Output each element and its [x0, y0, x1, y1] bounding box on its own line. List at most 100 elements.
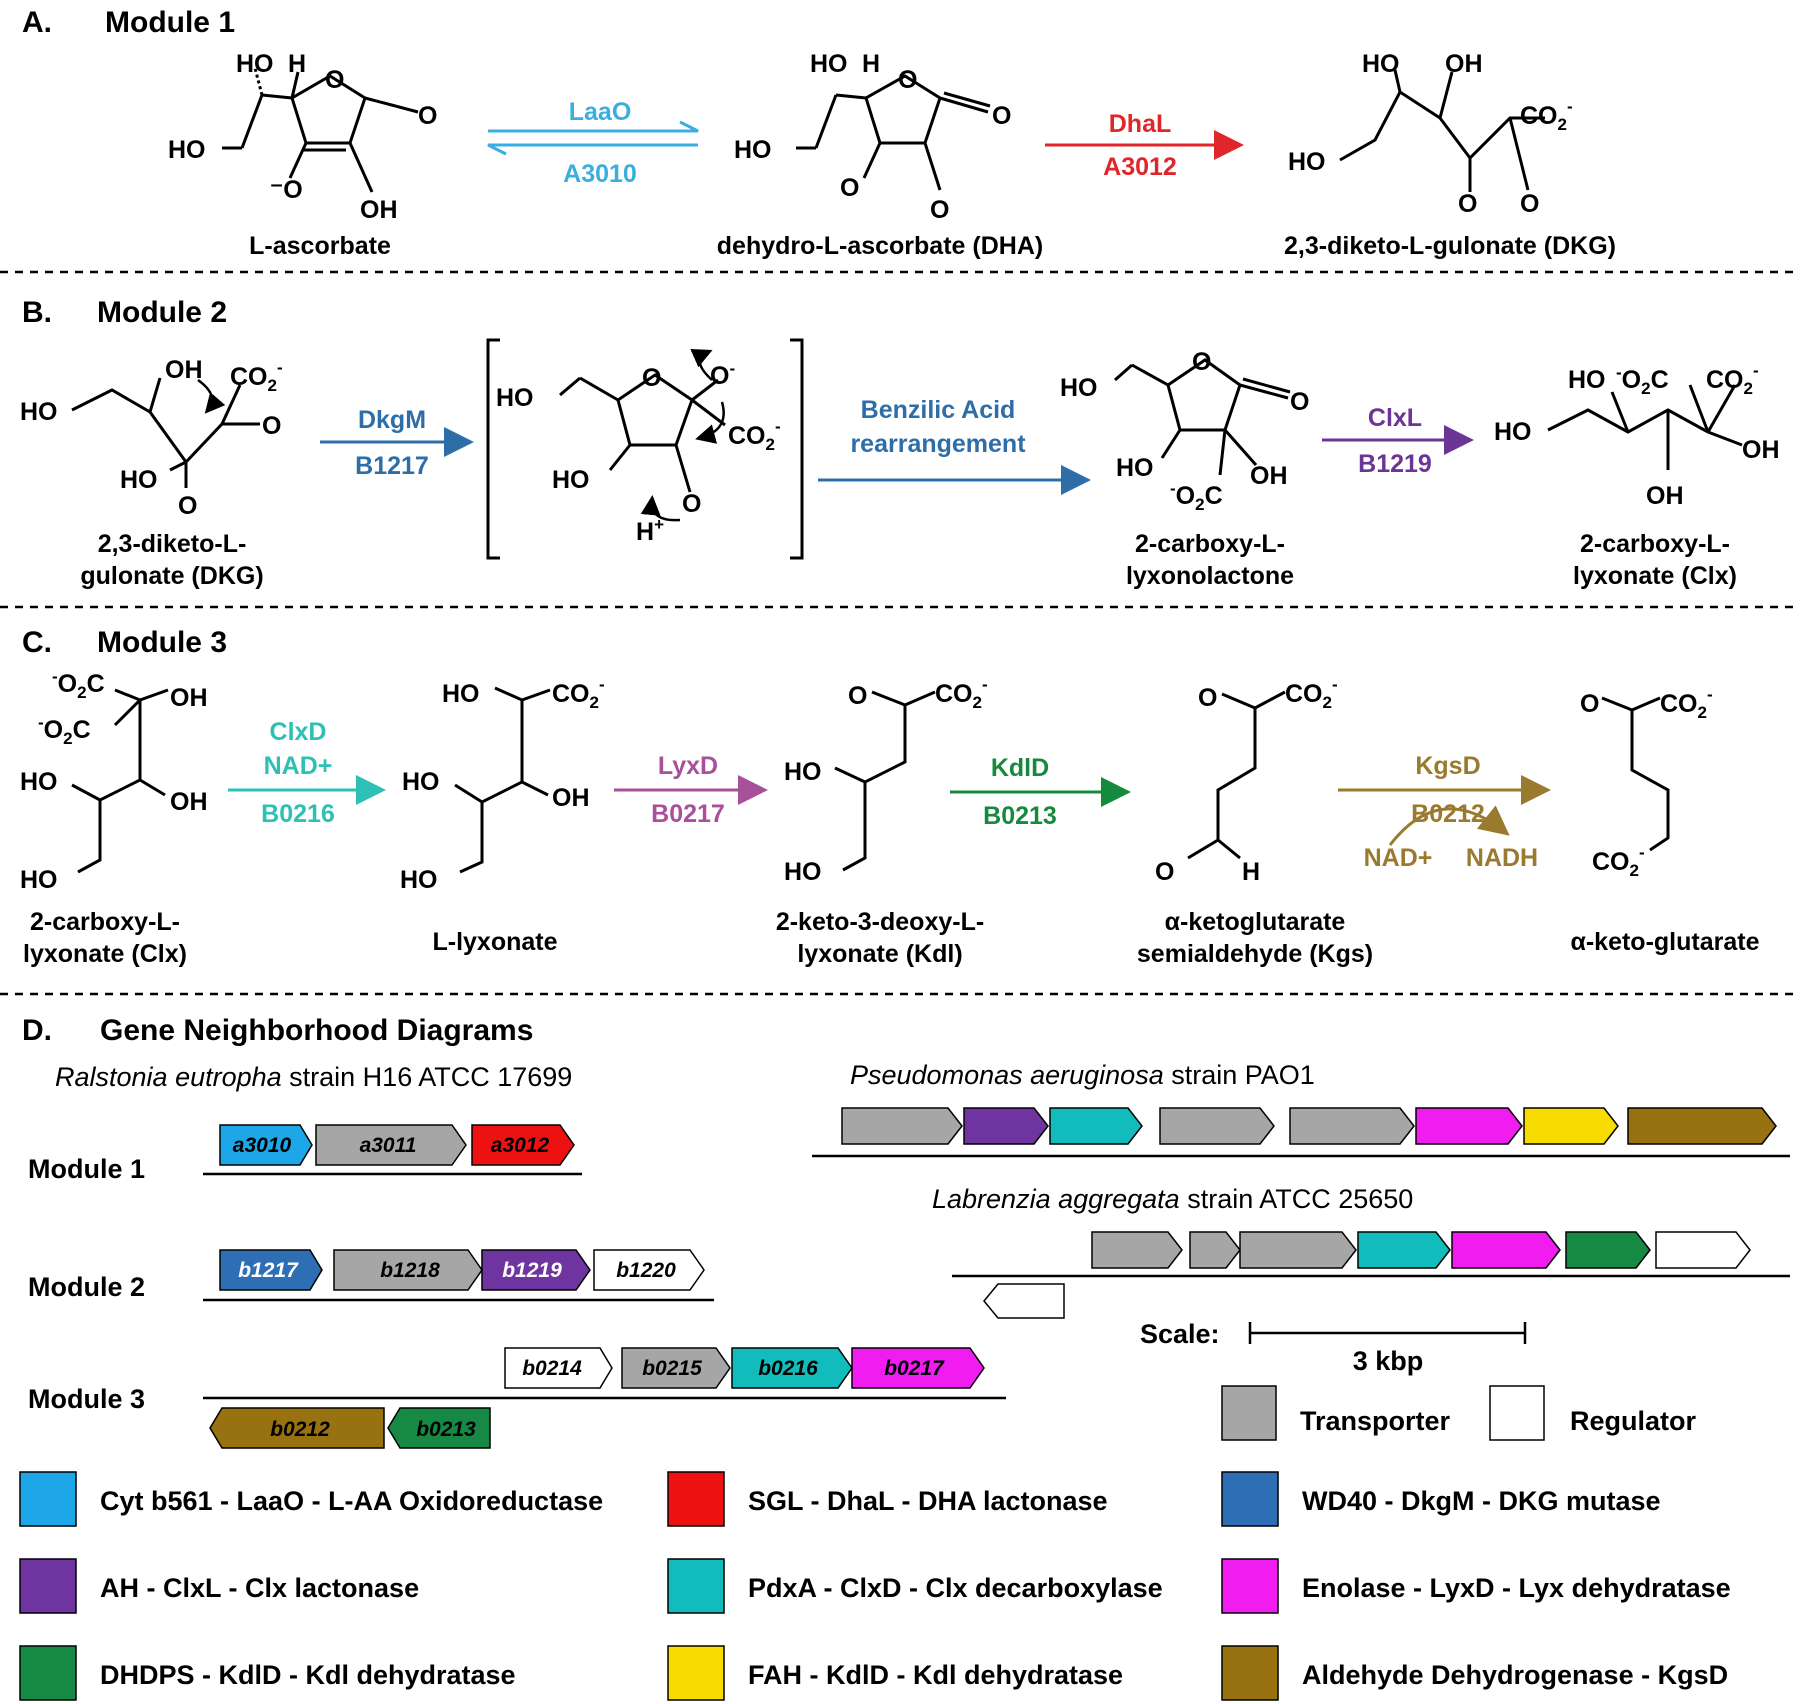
svg-text:HO: HO [552, 466, 590, 494]
svg-text:CO2-: CO2- [552, 675, 605, 712]
label-dha: dehydro-L-ascorbate (DHA) [717, 232, 1043, 260]
legend-label-6: DHDPS - KdlD - Kdl dehydratase [100, 1660, 516, 1690]
enzyme-dhal: DhaL [1109, 110, 1172, 138]
svg-text:HO: HO [810, 50, 848, 78]
svg-text:CO2-: CO2- [728, 417, 781, 454]
svg-text:HO: HO [1060, 374, 1098, 402]
transporter-label: Transporter [1300, 1406, 1451, 1436]
genes-module2: b1217 b1218 b1219 b1220 [219, 1249, 705, 1291]
svg-text:O: O [325, 66, 344, 94]
genes-pseudomonas [841, 1107, 1777, 1145]
section-c-title: Module 3 [97, 626, 227, 659]
svg-text:O: O [418, 102, 437, 130]
gene-a3012: A3012 [1103, 153, 1177, 181]
label-dkg: 2,3-diketo-L-gulonate (DKG) [1284, 232, 1616, 260]
rearrangement-l2: rearrangement [850, 430, 1026, 458]
section-a-title: Module 1 [105, 6, 235, 39]
svg-text:O: O [1155, 858, 1174, 886]
section-d: D. Gene Neighborhood Diagrams Ralstonia … [19, 1014, 1790, 1701]
gene-a3010: A3010 [563, 160, 637, 188]
svg-text:CO2-: CO2- [935, 675, 988, 712]
scale-bar [1248, 1322, 1527, 1344]
gene-label-a3011: a3011 [360, 1134, 417, 1157]
svg-text:OH: OH [170, 684, 208, 712]
enzyme-lyxd: LyxD [658, 752, 718, 780]
structure-l-ascorbate: O O HO H HO ⁻O OH [168, 50, 437, 224]
svg-text:CO2-: CO2- [1520, 97, 1573, 134]
scale-value: 3 kbp [1353, 1346, 1424, 1376]
gene-label-b1220: b1220 [616, 1259, 676, 1282]
genome-lines [203, 1154, 1790, 1400]
genes-module1: a3010 a3011 a3012 [219, 1124, 575, 1166]
legend-swatch-3 [19, 1558, 77, 1614]
svg-text:O: O [682, 490, 701, 518]
row-label-module1: Module 1 [28, 1154, 145, 1184]
regulator-label: Regulator [1570, 1406, 1697, 1436]
label-l-ascorbate: L-ascorbate [249, 232, 391, 260]
legend-swatch-6 [19, 1645, 77, 1701]
svg-text:HO: HO [1568, 366, 1606, 394]
svg-text:OH: OH [360, 196, 398, 224]
enzyme-laao: LaaO [569, 98, 632, 126]
structure-akg: O CO2- CO2- [1580, 685, 1713, 880]
label-kgs-2: semialdehyde (Kgs) [1137, 940, 1373, 968]
legend-label-0: Cyt b561 - LaaO - L-AA Oxidoreductase [100, 1486, 603, 1516]
legend-label-7: FAH - KdlD - Kdl dehydratase [748, 1660, 1123, 1690]
svg-text:O: O [1192, 348, 1211, 376]
svg-text:-O2C: -O2C [1170, 479, 1223, 514]
svg-text:HO: HO [20, 866, 58, 894]
svg-text:HO: HO [1288, 148, 1326, 176]
svg-text:CO2-: CO2- [1285, 675, 1338, 712]
legend-swatch-1 [667, 1471, 725, 1527]
svg-text:OH: OH [1742, 436, 1780, 464]
svg-text:O: O [642, 364, 661, 392]
svg-text:HO: HO [784, 758, 822, 786]
svg-text:HO: HO [168, 136, 206, 164]
svg-text:O: O [898, 66, 917, 94]
label-clx-b-2: lyxonate (Clx) [1573, 562, 1737, 590]
svg-text:HO: HO [120, 466, 158, 494]
gene-label-b1219: b1219 [502, 1259, 562, 1282]
svg-text:OH: OH [1250, 462, 1288, 490]
svg-text:O: O [1458, 190, 1477, 218]
svg-text:O: O [840, 174, 859, 202]
svg-text:O: O [1290, 388, 1309, 416]
svg-text:CO2-: CO2- [1660, 685, 1713, 722]
svg-text:OH: OH [552, 784, 590, 812]
svg-text:CO2-: CO2- [1592, 843, 1645, 880]
org-labrenzia: Labrenzia aggregata strain ATCC 25650 [932, 1184, 1413, 1214]
svg-text:O: O [992, 102, 1011, 130]
svg-text:HO: HO [496, 384, 534, 412]
label-lyxonate: L-lyxonate [432, 928, 557, 956]
gene-b0213: B0213 [983, 802, 1057, 830]
arrow-laao [487, 120, 699, 156]
svg-text:-O2C: -O2C [1616, 363, 1669, 398]
svg-text:-O2C: -O2C [38, 713, 91, 748]
svg-text:HO: HO [20, 398, 58, 426]
gene-label-a3010: a3010 [233, 1134, 292, 1157]
transporter-swatch [1221, 1385, 1277, 1441]
structure-lyxonate: HO CO2- HO OH HO [400, 675, 605, 894]
svg-text:HO: HO [20, 768, 58, 796]
section-b-letter: B. [22, 296, 52, 329]
label-clx-b-1: 2-carboxy-L- [1580, 530, 1730, 558]
legend-swatch-5 [1221, 1558, 1279, 1614]
svg-text:OH: OH [170, 788, 208, 816]
svg-text:CO2-: CO2- [1706, 361, 1759, 398]
regulator-swatch [1489, 1385, 1545, 1441]
label-clx-c-2: lyxonate (Clx) [23, 940, 187, 968]
org-ralstonia: Ralstonia eutropha strain H16 ATCC 17699 [55, 1062, 572, 1092]
legend-label-4: PdxA - ClxD - Clx decarboxylase [748, 1573, 1163, 1603]
svg-text:O: O [262, 412, 281, 440]
svg-text:H+: H+ [636, 515, 664, 546]
enzyme-dkgm: DkgM [358, 406, 426, 434]
label-akg: α-keto-glutarate [1570, 928, 1759, 956]
svg-text:OH: OH [1646, 482, 1684, 510]
svg-text:O: O [178, 492, 197, 520]
gene-label-b1218: b1218 [380, 1259, 440, 1282]
svg-text:HO: HO [402, 768, 440, 796]
legend-swatch-7 [667, 1645, 725, 1701]
label-kdl-1: 2-keto-3-deoxy-L- [776, 908, 984, 936]
svg-text:CO2-: CO2- [230, 358, 283, 395]
